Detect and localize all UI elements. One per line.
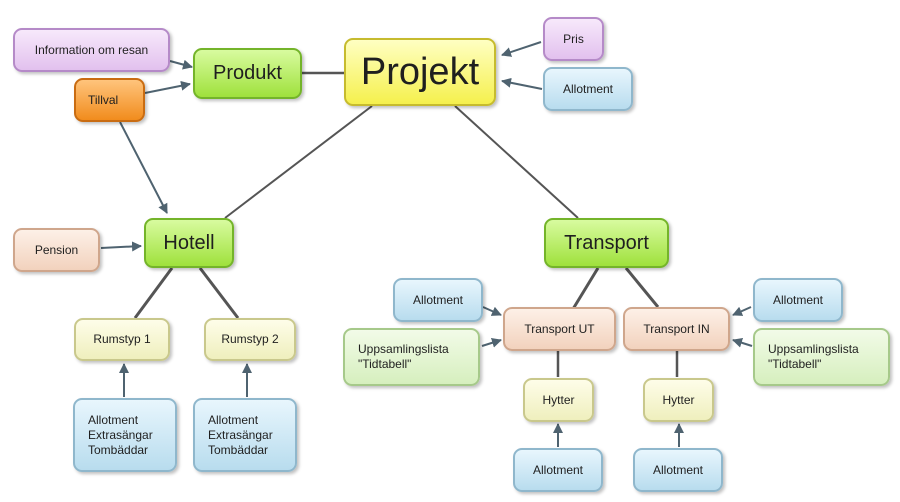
node-allotment-projekt: Allotment: [543, 67, 633, 111]
arrow-uppsamling-in: [732, 337, 753, 348]
node-rumstyp-1: Rumstyp 1: [74, 318, 170, 361]
node-allotment-transport-in-label: Allotment: [772, 292, 824, 307]
node-allotment-transport-in: Allotment: [753, 278, 843, 322]
node-rumstyp-2: Rumstyp 2: [204, 318, 296, 361]
node-hytter-ut: Hytter: [523, 378, 594, 422]
node-allotment-transport-ut-label: Allotment: [412, 292, 464, 307]
node-rumstyp-2-detail-label: Allotment Extrasängar Tombäddar: [208, 412, 273, 457]
node-produkt-label: Produkt: [213, 62, 282, 84]
node-transport-in-label: Transport IN: [643, 321, 710, 336]
node-produkt: Produkt: [193, 48, 302, 99]
node-pris: Pris: [543, 17, 604, 61]
node-uppsamlingslista-ut-label: Uppsamlingslista "Tidtabell": [358, 342, 449, 371]
node-rumstyp-1-detail: Allotment Extrasängar Tombäddar: [73, 398, 177, 472]
node-allotment-transport-ut: Allotment: [393, 278, 483, 322]
node-hytter-in-label: Hytter: [662, 392, 695, 407]
link-projekt-transport: [454, 105, 579, 219]
node-information-om-resan: Information om resan: [13, 28, 170, 72]
node-transport-ut: Transport UT: [503, 307, 616, 351]
node-allotment-hytter-ut-label: Allotment: [532, 462, 584, 477]
node-hytter-in: Hytter: [643, 378, 714, 422]
node-rumstyp-2-label: Rumstyp 2: [221, 332, 279, 346]
arrow-allotment-in: [732, 306, 752, 316]
node-tillval: Tillval: [74, 78, 145, 122]
node-uppsamlingslista-in-label: Uppsamlingslista "Tidtabell": [768, 342, 859, 371]
node-tillval-label: Tillval: [88, 92, 119, 107]
node-allotment-hytter-in-label: Allotment: [652, 462, 704, 477]
arrow-info-produkt: [169, 59, 193, 70]
node-allotment-hytter-ut: Allotment: [513, 448, 603, 492]
link-transport-in: [624, 267, 660, 308]
arrow-tillval-hotell: [119, 121, 168, 214]
node-projekt: Projekt: [344, 38, 496, 106]
arrow-allotment-ut: [482, 306, 502, 316]
arrow-pension-hotell: [100, 241, 142, 252]
node-uppsamlingslista-ut: Uppsamlingslista "Tidtabell": [343, 328, 480, 386]
node-pension-label: Pension: [34, 242, 79, 257]
node-pris-label: Pris: [563, 31, 584, 46]
arrow-uppsamling-ut: [481, 337, 502, 348]
node-rumstyp-1-label: Rumstyp 1: [93, 332, 151, 346]
node-rumstyp-1-detail-label: Allotment Extrasängar Tombäddar: [88, 412, 153, 457]
node-allotment-projekt-label: Allotment: [562, 81, 614, 96]
link-hotell-rumstyp1: [133, 267, 174, 319]
node-information-om-resan-label: Information om resan: [34, 42, 149, 57]
node-hotell: Hotell: [144, 218, 234, 268]
node-transport: Transport: [544, 218, 669, 268]
node-uppsamlingslista-in: Uppsamlingslista "Tidtabell": [753, 328, 890, 386]
link-transport-ut: [571, 267, 600, 310]
node-projekt-label: Projekt: [360, 50, 480, 93]
arrow-tillval-produkt: [144, 80, 191, 94]
node-hotell-label: Hotell: [163, 231, 215, 254]
arrow-pris-projekt: [501, 41, 542, 57]
arrow-allotment-projekt: [501, 77, 543, 90]
node-hytter-ut-label: Hytter: [542, 392, 575, 407]
node-pension: Pension: [13, 228, 100, 272]
node-transport-label: Transport: [564, 231, 649, 254]
node-rumstyp-2-detail: Allotment Extrasängar Tombäddar: [193, 398, 297, 472]
node-transport-ut-label: Transport UT: [524, 321, 595, 336]
node-allotment-hytter-in: Allotment: [633, 448, 723, 492]
node-transport-in: Transport IN: [623, 307, 730, 351]
link-hotell-rumstyp2: [198, 267, 240, 319]
link-projekt-hotell: [224, 105, 373, 219]
